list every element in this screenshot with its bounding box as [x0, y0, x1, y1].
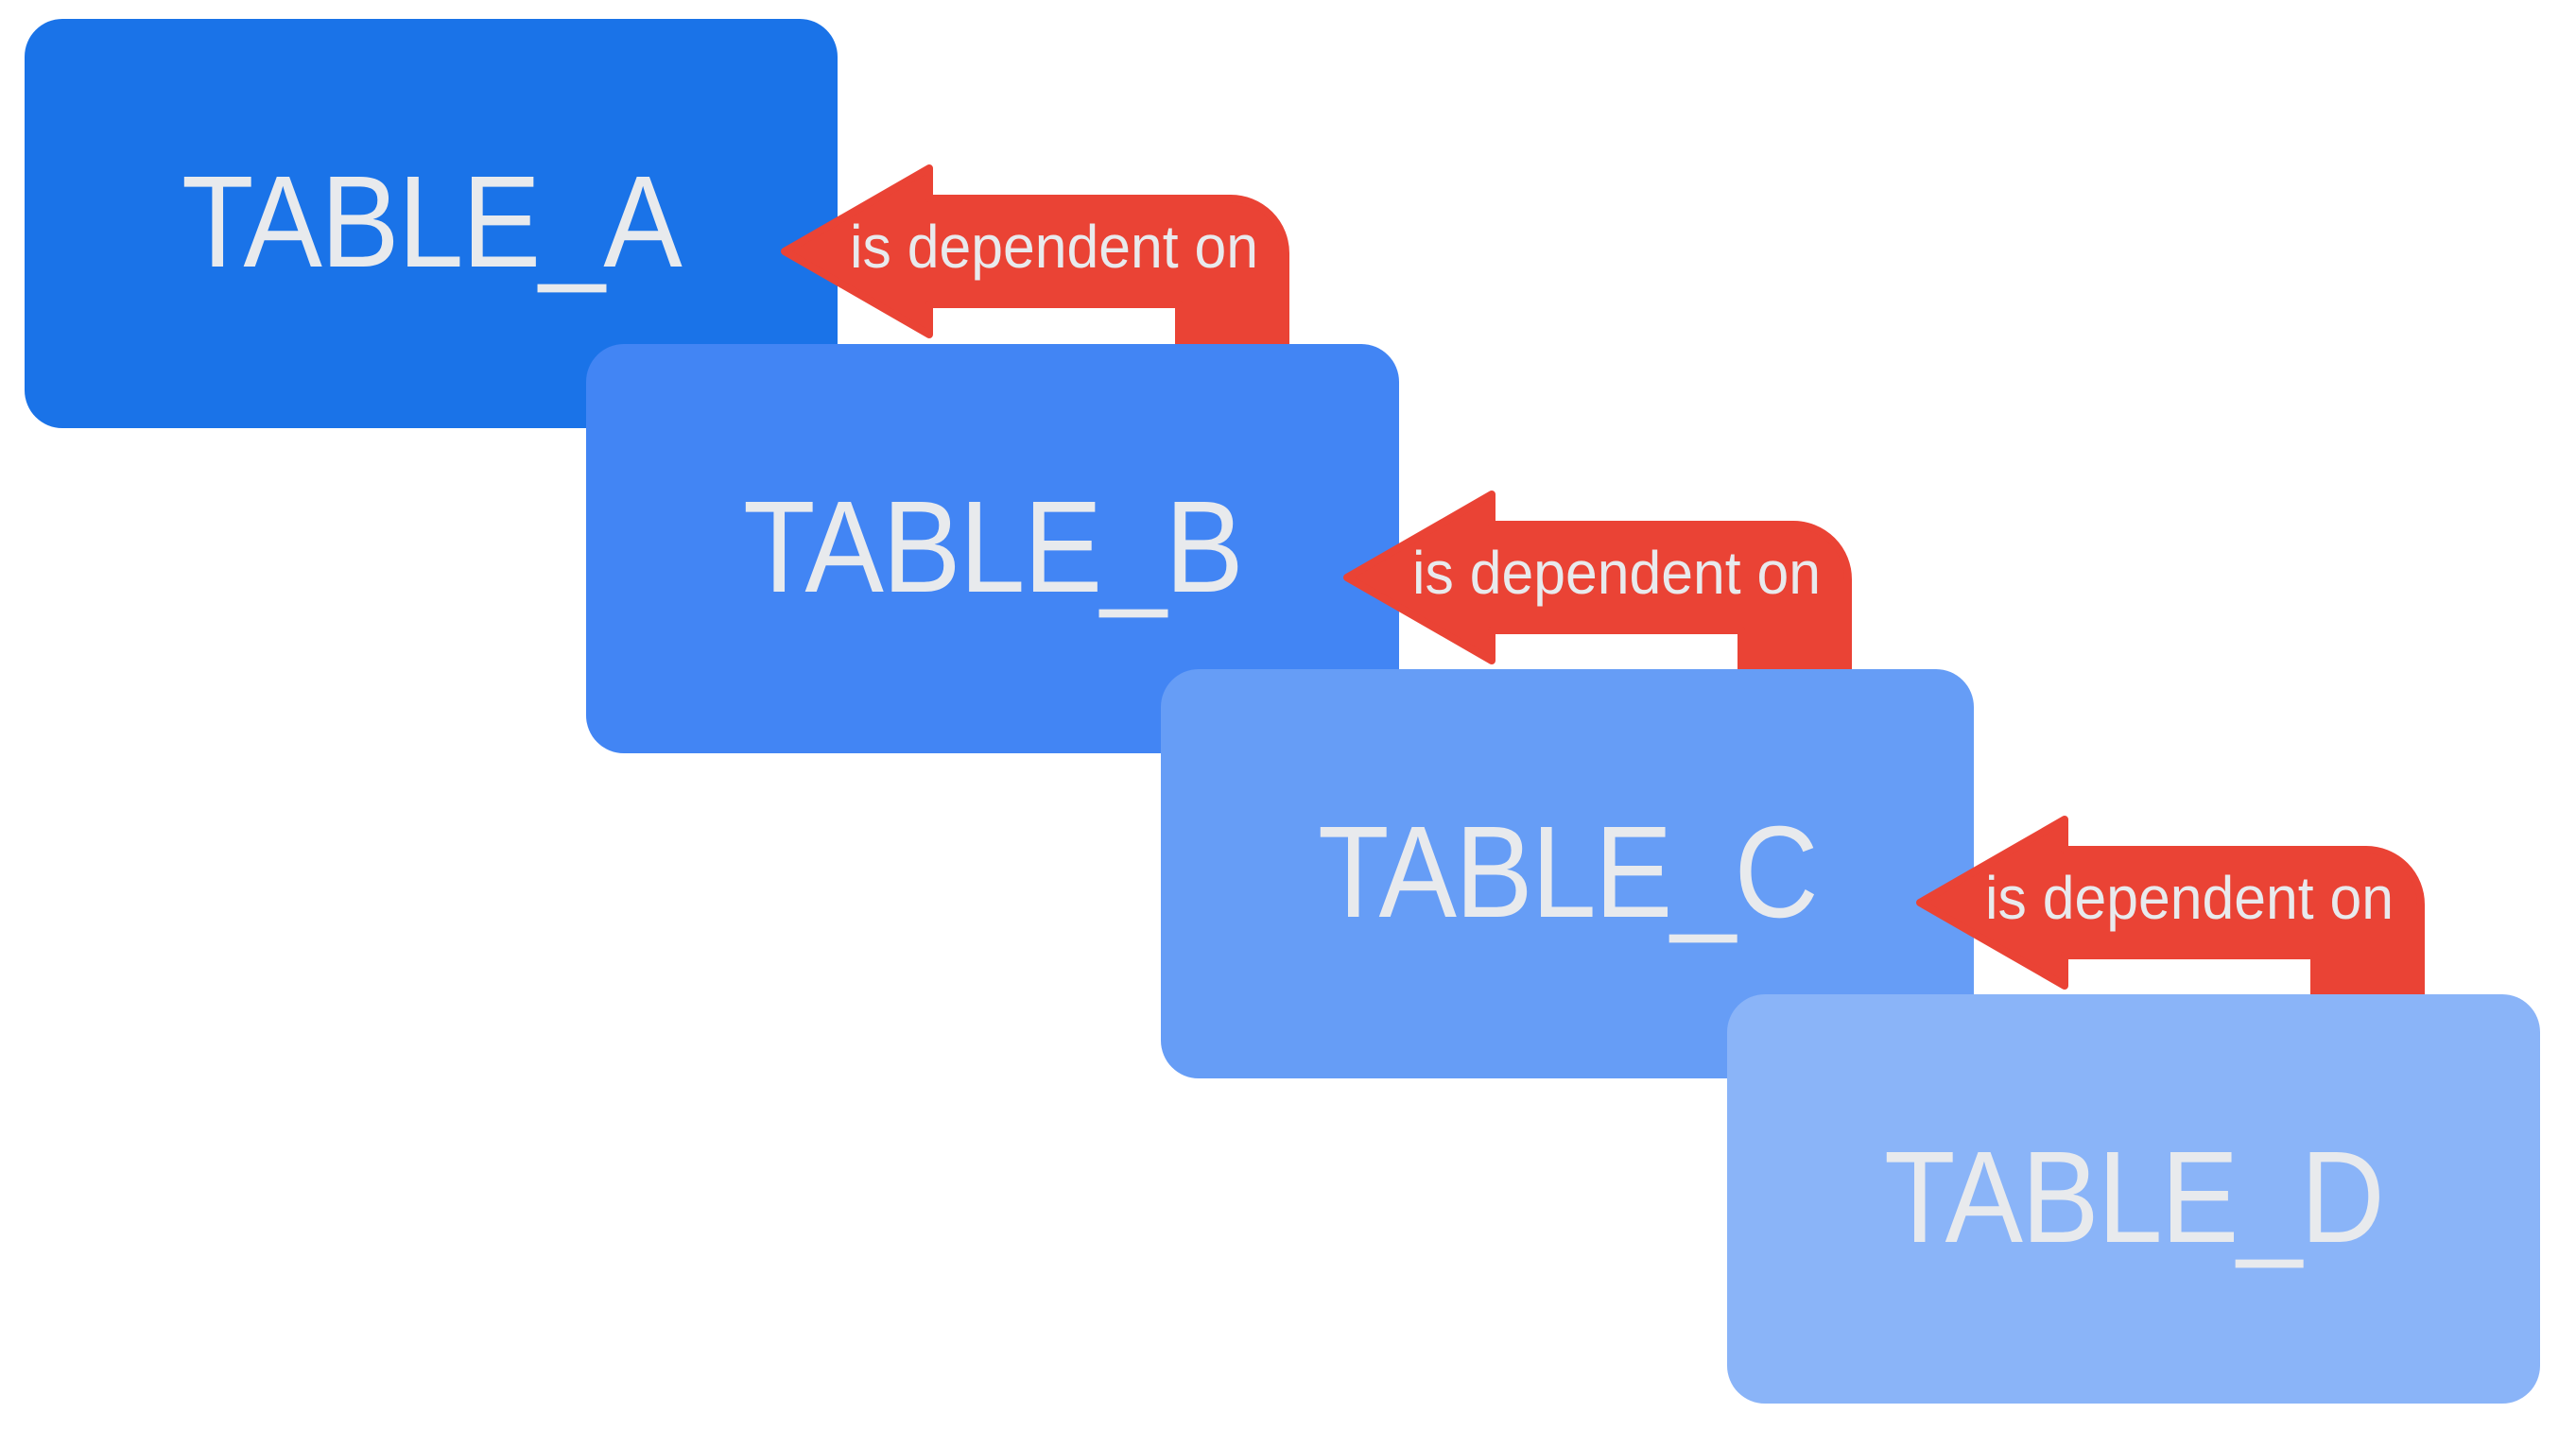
table-box-a — [25, 19, 838, 428]
table-box-d — [1727, 994, 2540, 1404]
table-label-d: TABLE_D — [1884, 1125, 2383, 1270]
dependency-arrow-3: is dependent on — [1916, 816, 2425, 1008]
table-label-b: TABLE_B — [743, 474, 1242, 620]
table-box-b — [586, 344, 1399, 753]
dependency-arrow-1: is dependent on — [781, 164, 1289, 356]
table-label-a: TABLE_A — [182, 149, 683, 295]
dependency-arrow-2: is dependent on — [1343, 491, 1852, 682]
arrow-label: is dependent on — [1985, 864, 2394, 932]
arrow-label: is dependent on — [1412, 539, 1821, 607]
table-box-c — [1161, 669, 1974, 1078]
table-label-c: TABLE_C — [1318, 800, 1817, 945]
arrow-label: is dependent on — [850, 213, 1258, 281]
